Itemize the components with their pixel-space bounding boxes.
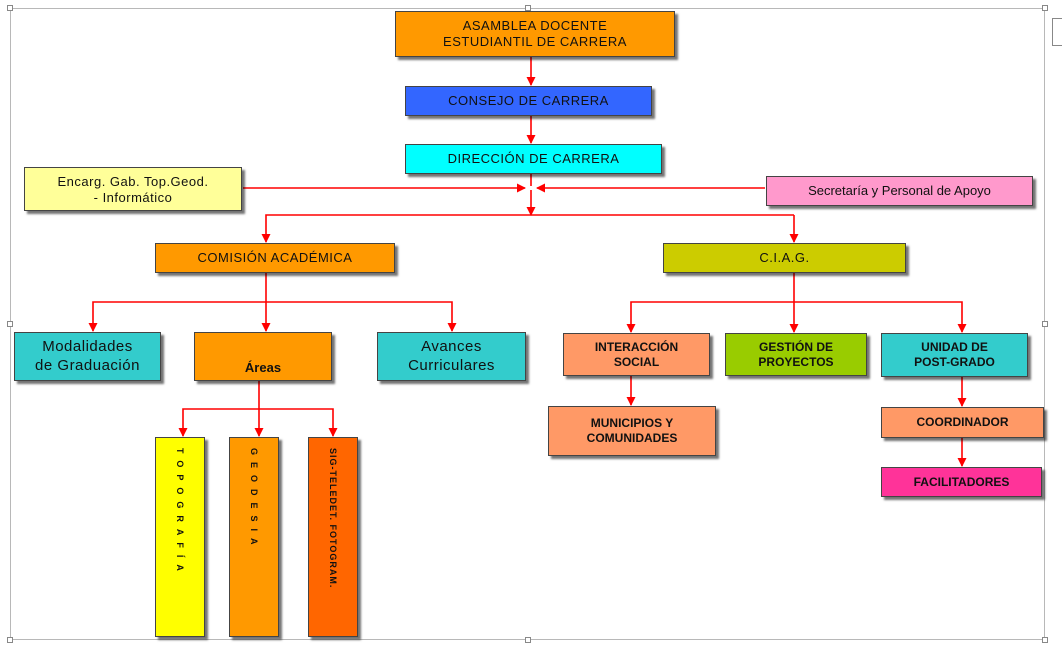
resize-handle-middle-right[interactable] bbox=[1042, 321, 1048, 327]
node-coordinador[interactable]: COORDINADOR bbox=[881, 407, 1044, 438]
node-encargado-line1: Encarg. Gab. Top.Geod. bbox=[57, 174, 209, 189]
node-postgrado-line1: UNIDAD DE bbox=[921, 340, 988, 354]
node-topografia-label: TOPOGRAFÍA bbox=[175, 448, 185, 578]
node-gestion[interactable]: GESTIÓN DE PROYECTOS bbox=[725, 333, 867, 376]
node-interaccion-line2: SOCIAL bbox=[613, 354, 660, 369]
resize-handle-bottom-right[interactable] bbox=[1042, 637, 1048, 643]
node-geodesia[interactable]: GEODESIA bbox=[229, 437, 279, 637]
node-facilitadores[interactable]: FACILITADORES bbox=[881, 467, 1042, 497]
node-areas[interactable]: Áreas bbox=[194, 332, 332, 381]
arrow-to-modalidades bbox=[88, 301, 266, 332]
node-sig-label: SIG-TELEDET. FOTOGRAM. bbox=[328, 448, 338, 589]
node-interaccion[interactable]: INTERACCIÓN SOCIAL bbox=[563, 333, 710, 376]
node-facilitadores-label: FACILITADORES bbox=[913, 474, 1010, 489]
resize-handle-bottom-center[interactable] bbox=[525, 637, 531, 643]
arrow-to-sig bbox=[259, 408, 338, 437]
node-modalidades-line1: Modalidades bbox=[42, 337, 133, 355]
node-direccion-label: DIRECCIÓN DE CARRERA bbox=[447, 150, 620, 166]
node-areas-label: Áreas bbox=[244, 359, 282, 375]
node-asamblea-line2: ESTUDIANTIL DE CARRERA bbox=[443, 34, 627, 49]
node-comision-label: COMISIÓN ACADÉMICA bbox=[197, 249, 353, 265]
node-geodesia-label: GEODESIA bbox=[249, 448, 259, 552]
resize-handle-top-right[interactable] bbox=[1042, 5, 1048, 11]
node-postgrado[interactable]: UNIDAD DE POST-GRADO bbox=[881, 333, 1028, 377]
node-asamblea[interactable]: ASAMBLEA DOCENTE ESTUDIANTIL DE CARRERA bbox=[395, 11, 675, 57]
arrow-to-avances bbox=[266, 301, 457, 332]
resize-handle-top-center[interactable] bbox=[525, 5, 531, 11]
node-asamblea-line1: ASAMBLEA DOCENTE bbox=[462, 17, 608, 33]
arrow-to-postgrado bbox=[794, 301, 967, 333]
node-gestion-line1: GESTIÓN DE bbox=[758, 339, 833, 354]
node-ciag[interactable]: C.I.A.G. bbox=[663, 243, 906, 273]
node-topografia[interactable]: TOPOGRAFÍA bbox=[155, 437, 205, 637]
node-secretaria-label: Secretaría y Personal de Apoyo bbox=[808, 182, 991, 198]
node-sig[interactable]: SIG-TELEDET. FOTOGRAM. bbox=[308, 437, 358, 637]
arrow-to-topografia bbox=[178, 408, 259, 437]
node-avances-line1: Avances bbox=[421, 337, 482, 355]
node-coordinador-label: COORDINADOR bbox=[916, 415, 1009, 429]
node-avances-line2: Curriculares bbox=[408, 356, 495, 374]
node-direccion[interactable]: DIRECCIÓN DE CARRERA bbox=[405, 144, 662, 174]
node-encargado[interactable]: Encarg. Gab. Top.Geod. - Informático bbox=[24, 167, 242, 211]
node-ciag-label: C.I.A.G. bbox=[759, 249, 810, 265]
node-encargado-line2: - Informático bbox=[93, 190, 173, 206]
node-modalidades[interactable]: Modalidades de Graduación bbox=[14, 332, 161, 381]
node-municipios-line1: MUNICIPIOS Y bbox=[590, 416, 674, 430]
node-consejo-label: CONSEJO DE CARRERA bbox=[448, 92, 609, 108]
node-gestion-line2: PROYECTOS bbox=[758, 354, 834, 369]
window-edge-tab bbox=[1052, 18, 1062, 46]
node-consejo[interactable]: CONSEJO DE CARRERA bbox=[405, 86, 652, 116]
resize-handle-middle-left[interactable] bbox=[7, 321, 13, 327]
resize-handle-bottom-left[interactable] bbox=[7, 637, 13, 643]
node-interaccion-line1: INTERACCIÓN bbox=[594, 339, 679, 354]
node-postgrado-line2: POST-GRADO bbox=[914, 355, 995, 369]
resize-handle-top-left[interactable] bbox=[7, 5, 13, 11]
node-secretaria[interactable]: Secretaría y Personal de Apoyo bbox=[766, 176, 1033, 206]
arrow-to-comision bbox=[261, 214, 794, 243]
node-comision[interactable]: COMISIÓN ACADÉMICA bbox=[155, 243, 395, 273]
node-avances[interactable]: Avances Curriculares bbox=[377, 332, 526, 381]
node-municipios-line2: COMUNIDADES bbox=[586, 431, 678, 445]
node-municipios[interactable]: MUNICIPIOS Y COMUNIDADES bbox=[548, 406, 716, 456]
arrow-to-interaccion bbox=[626, 301, 794, 333]
node-modalidades-line2: de Graduación bbox=[35, 356, 140, 374]
